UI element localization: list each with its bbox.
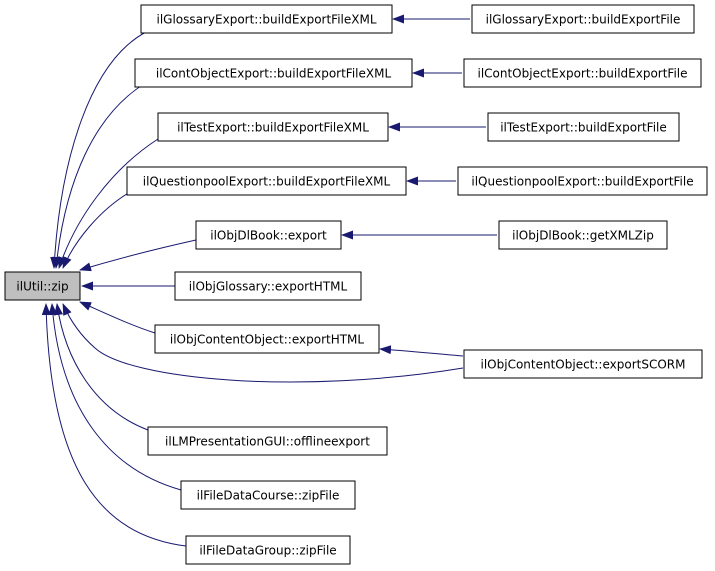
node-label: ilUtil::zip xyxy=(16,280,68,294)
edge-n15-root xyxy=(48,303,182,491)
edge-n7-root xyxy=(62,191,131,269)
edge-n13-n12 xyxy=(379,345,464,357)
edge-n1-root xyxy=(50,30,149,269)
node-label: ilObjDlBook::getXMLZip xyxy=(512,229,654,243)
node-n1[interactable]: ilGlossaryExport::buildExportFileXML xyxy=(140,4,393,34)
node-n12[interactable]: ilObjContentObject::exportHTML xyxy=(154,324,380,354)
edge-n9-root xyxy=(79,239,197,272)
node-n2[interactable]: ilGlossaryExport::buildExportFile xyxy=(471,4,695,34)
node-root[interactable]: ilUtil::zip xyxy=(4,271,81,301)
node-n8[interactable]: ilQuestionpoolExport::buildExportFile xyxy=(457,166,708,196)
node-label: ilContObjectExport::buildExportFileXML xyxy=(156,67,392,81)
node-label: ilObjDlBook::export xyxy=(210,229,327,243)
node-label: ilObjContentObject::exportSCORM xyxy=(481,358,686,372)
node-label: ilObjGlossary::exportHTML xyxy=(189,280,348,294)
node-n13[interactable]: ilObjContentObject::exportSCORM xyxy=(463,349,703,379)
edge-n12-root xyxy=(79,301,156,334)
node-n5[interactable]: ilTestExport::buildExportFileXML xyxy=(157,112,389,142)
edge-n14-root xyxy=(54,303,149,431)
node-n9[interactable]: ilObjDlBook::export xyxy=(195,220,342,250)
node-label: ilQuestionpoolExport::buildExportFile xyxy=(471,175,693,189)
node-n16[interactable]: ilFileDataGroup::zipFile xyxy=(185,535,351,565)
node-label: ilGlossaryExport::buildExportFile xyxy=(486,13,681,27)
node-label: ilGlossaryExport::buildExportFileXML xyxy=(156,13,376,27)
node-n6[interactable]: ilTestExport::buildExportFile xyxy=(487,112,680,142)
edge-n3-root xyxy=(52,83,145,269)
node-n10[interactable]: ilObjDlBook::getXMLZip xyxy=(498,220,668,250)
node-label: ilFileDataCourse::zipFile xyxy=(197,489,340,503)
node-n11[interactable]: ilObjGlossary::exportHTML xyxy=(174,271,362,301)
node-label: ilLMPresentationGUI::offlineexport xyxy=(165,435,370,449)
node-label: ilObjContentObject::exportHTML xyxy=(170,333,365,347)
node-n14[interactable]: ilLMPresentationGUI::offlineexport xyxy=(147,426,388,456)
node-n15[interactable]: ilFileDataCourse::zipFile xyxy=(180,480,356,510)
edge-n13-root xyxy=(62,303,464,383)
node-n4[interactable]: ilContObjectExport::buildExportFile xyxy=(463,58,702,88)
node-label: ilTestExport::buildExportFileXML xyxy=(177,121,369,135)
node-label: ilQuestionpoolExport::buildExportFileXML xyxy=(143,175,391,189)
node-n7[interactable]: ilQuestionpoolExport::buildExportFileXML xyxy=(126,166,407,196)
edge-n16-root xyxy=(41,303,187,547)
node-label: ilContObjectExport::buildExportFile xyxy=(477,67,687,81)
edge-n5-root xyxy=(58,138,159,269)
node-label: ilFileDataGroup::zipFile xyxy=(199,544,336,558)
node-label: ilTestExport::buildExportFile xyxy=(500,121,667,135)
node-n3[interactable]: ilContObjectExport::buildExportFileXML xyxy=(134,58,413,88)
